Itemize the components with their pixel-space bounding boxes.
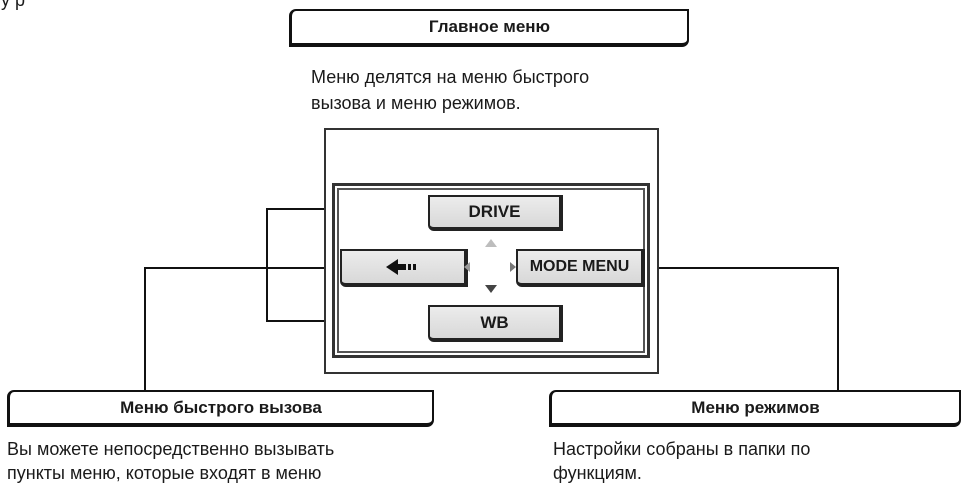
- down-arrow-icon[interactable]: [485, 285, 497, 293]
- wb-button-label: WB: [480, 312, 509, 332]
- main-menu-intro: Меню делятся на меню быстрого вызова и м…: [311, 64, 731, 116]
- drive-button-label: DRIVE: [468, 202, 521, 221]
- quick-menu-desc-line-1: Вы можете непосредственно вызывать: [7, 439, 335, 459]
- drive-mode-icon: [386, 259, 416, 275]
- cut-off-heading-text: у р: [1, 0, 26, 10]
- mode-menu-desc-line-1: Настройки собраны в папки по: [553, 439, 811, 459]
- main-menu-title: Главное меню: [428, 17, 551, 36]
- mode-menu-connector-line: [645, 267, 839, 392]
- drive-button[interactable]: DRIVE: [428, 195, 563, 231]
- left-arrow-icon[interactable]: [464, 262, 470, 272]
- mode-menu-button-label: MODE MENU: [529, 258, 630, 275]
- mode-menu-title-box: Меню режимов: [549, 390, 961, 427]
- quick-menu-title: Меню быстрого вызова: [120, 397, 322, 417]
- right-arrow-icon[interactable]: [510, 262, 516, 272]
- up-arrow-icon[interactable]: [485, 239, 497, 247]
- main-menu-title-box: Главное меню: [289, 9, 689, 47]
- quick-menu-desc-line-2: пункты меню, которые входят в меню: [7, 463, 322, 483]
- mode-menu-description: Настройки собраны в папки по функциям.: [553, 437, 810, 485]
- quick-menu-connector-line: [144, 267, 340, 392]
- quick-menu-title-box: Меню быстрого вызова: [7, 390, 434, 427]
- quick-menu-description: Вы можете непосредственно вызывать пункт…: [7, 437, 334, 485]
- mode-menu-title: Меню режимов: [691, 397, 820, 417]
- quick-menu-button[interactable]: [340, 249, 468, 287]
- mode-menu-desc-line-2: функциям.: [553, 463, 642, 483]
- wb-button[interactable]: WB: [428, 305, 563, 342]
- main-menu-intro-line-1: Меню делятся на меню быстрого: [311, 67, 590, 87]
- mode-menu-button[interactable]: MODE MENU: [516, 249, 645, 287]
- main-menu-intro-line-2: вызова и меню режимов.: [311, 93, 521, 113]
